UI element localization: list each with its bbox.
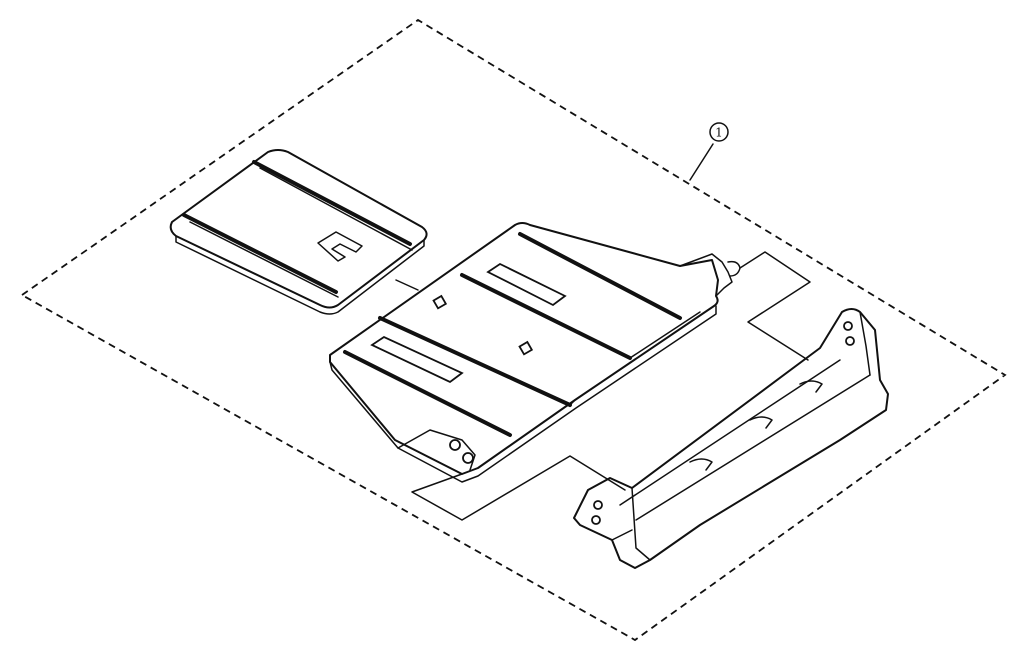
callout-circle: [709, 122, 729, 142]
callout-number: 1: [715, 126, 723, 140]
assembly-leader-lines: [395, 251, 811, 521]
guide-rail: [573, 308, 889, 569]
callout-leader-line: [689, 143, 714, 181]
assembly-boundary: [20, 18, 1007, 642]
cover-plate: [169, 149, 428, 315]
main-tray: [329, 222, 741, 483]
